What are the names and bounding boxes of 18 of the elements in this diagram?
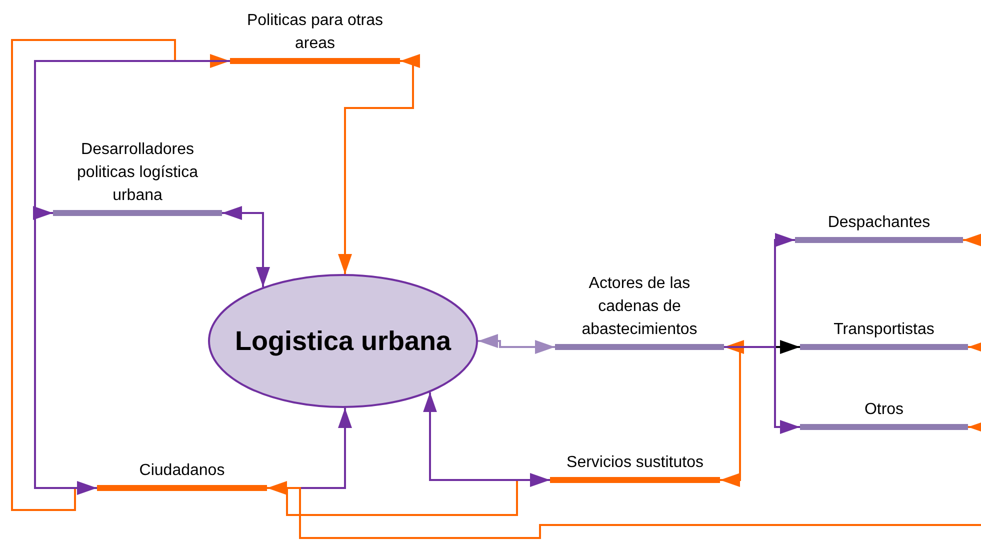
arrow	[720, 340, 744, 487]
ellipse-title: Logistica urbana	[234, 324, 452, 358]
arrow	[338, 54, 420, 274]
node-label: Desarrolladores politicas logística urbana	[76, 140, 199, 206]
node-label: Despachantes	[826, 213, 932, 233]
arrow	[963, 233, 981, 247]
arrow	[968, 420, 981, 434]
node-label: Politicas para otras areas	[246, 11, 384, 54]
arrow	[724, 346, 800, 434]
node-label: Ciudadanos	[138, 461, 226, 481]
arrow	[478, 334, 555, 354]
node-label: Servicios sustitutos	[566, 453, 704, 473]
node-label: Transportistas	[832, 320, 936, 340]
arrow	[222, 206, 270, 288]
arrow	[968, 340, 981, 354]
node-label: Actores de las cadenas de abastecimientos	[580, 274, 698, 340]
arrow	[423, 392, 550, 487]
node-label: Otros	[863, 400, 905, 420]
